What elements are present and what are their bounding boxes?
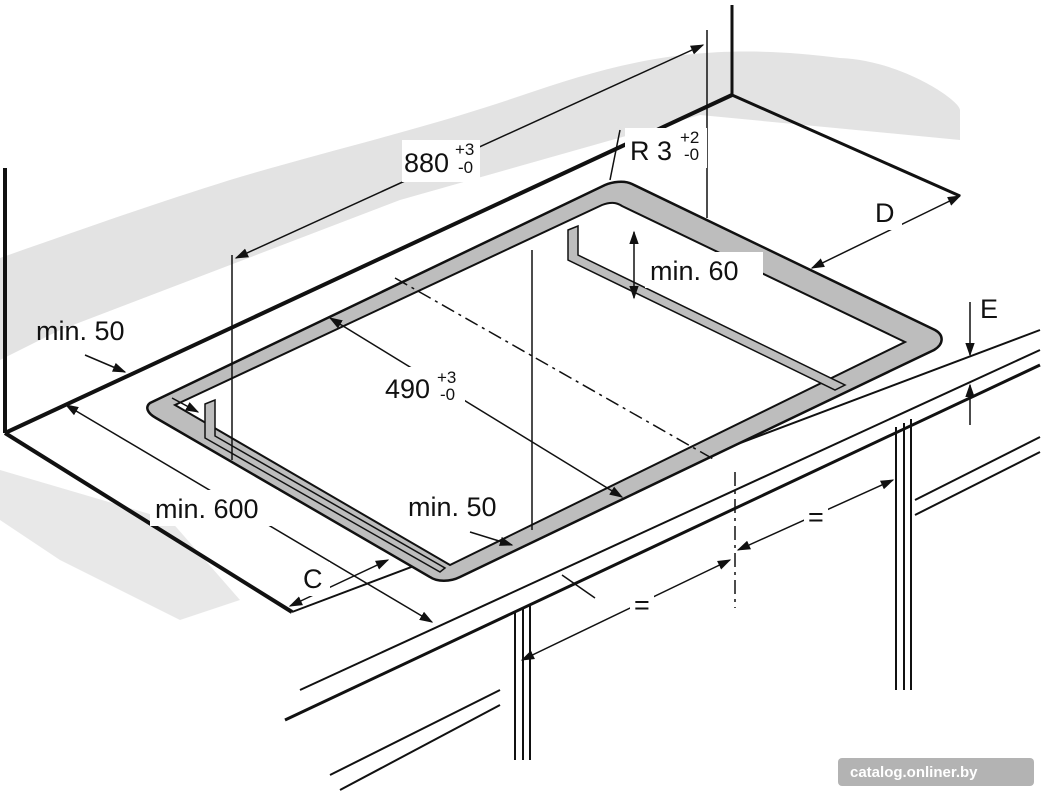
e-label: E — [980, 294, 998, 324]
radius-tol-minus: -0 — [684, 145, 699, 164]
cutout-opening — [172, 201, 908, 567]
min-600-label: min. 600 — [155, 494, 259, 524]
watermark-text: catalog.onliner.by — [850, 764, 978, 781]
c-label: C — [303, 564, 323, 594]
min-60-label: min. 60 — [650, 256, 739, 286]
depth-label: 490 — [385, 374, 430, 404]
width-tol-plus: +3 — [455, 140, 474, 159]
width-label: 880 — [404, 148, 449, 178]
depth-tol-minus: -0 — [440, 385, 455, 404]
radius-label: R 3 — [630, 136, 672, 166]
width-tol-minus: -0 — [458, 158, 473, 177]
min-50-left-label: min. 50 — [36, 316, 125, 346]
equal-label-front: = — [634, 590, 650, 620]
equal-label-right: = — [808, 502, 824, 532]
radius-tol-plus: +2 — [680, 128, 699, 147]
depth-tol-plus: +3 — [437, 368, 456, 387]
d-label: D — [875, 198, 895, 228]
countertop-outline — [3, 5, 1041, 791]
min-50-front-label: min. 50 — [408, 492, 497, 522]
